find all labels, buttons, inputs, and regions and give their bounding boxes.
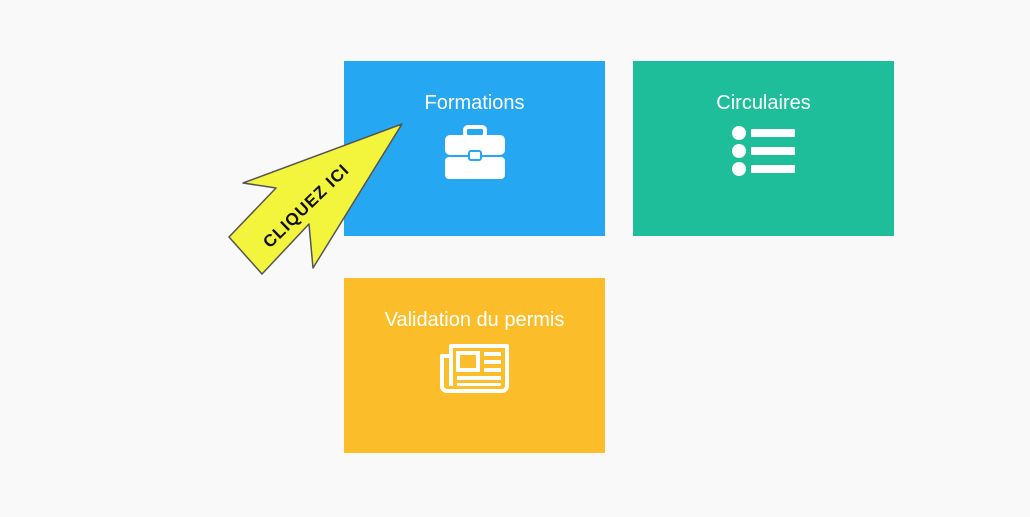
tile-title: Validation du permis	[384, 309, 565, 331]
tile-validation-du-permis[interactable]: Validation du permis	[344, 278, 605, 453]
tile-circulaires[interactable]: Circulaires	[633, 61, 894, 236]
newspaper-icon	[439, 344, 509, 393]
list-icon	[731, 126, 795, 176]
tile-title: Circulaires	[716, 92, 811, 114]
briefcase-icon	[444, 125, 505, 179]
tile-formations[interactable]: Formations	[344, 61, 605, 236]
tile-title: Formations	[424, 92, 525, 114]
arrow-label: CLIQUEZ ICI	[259, 160, 353, 252]
